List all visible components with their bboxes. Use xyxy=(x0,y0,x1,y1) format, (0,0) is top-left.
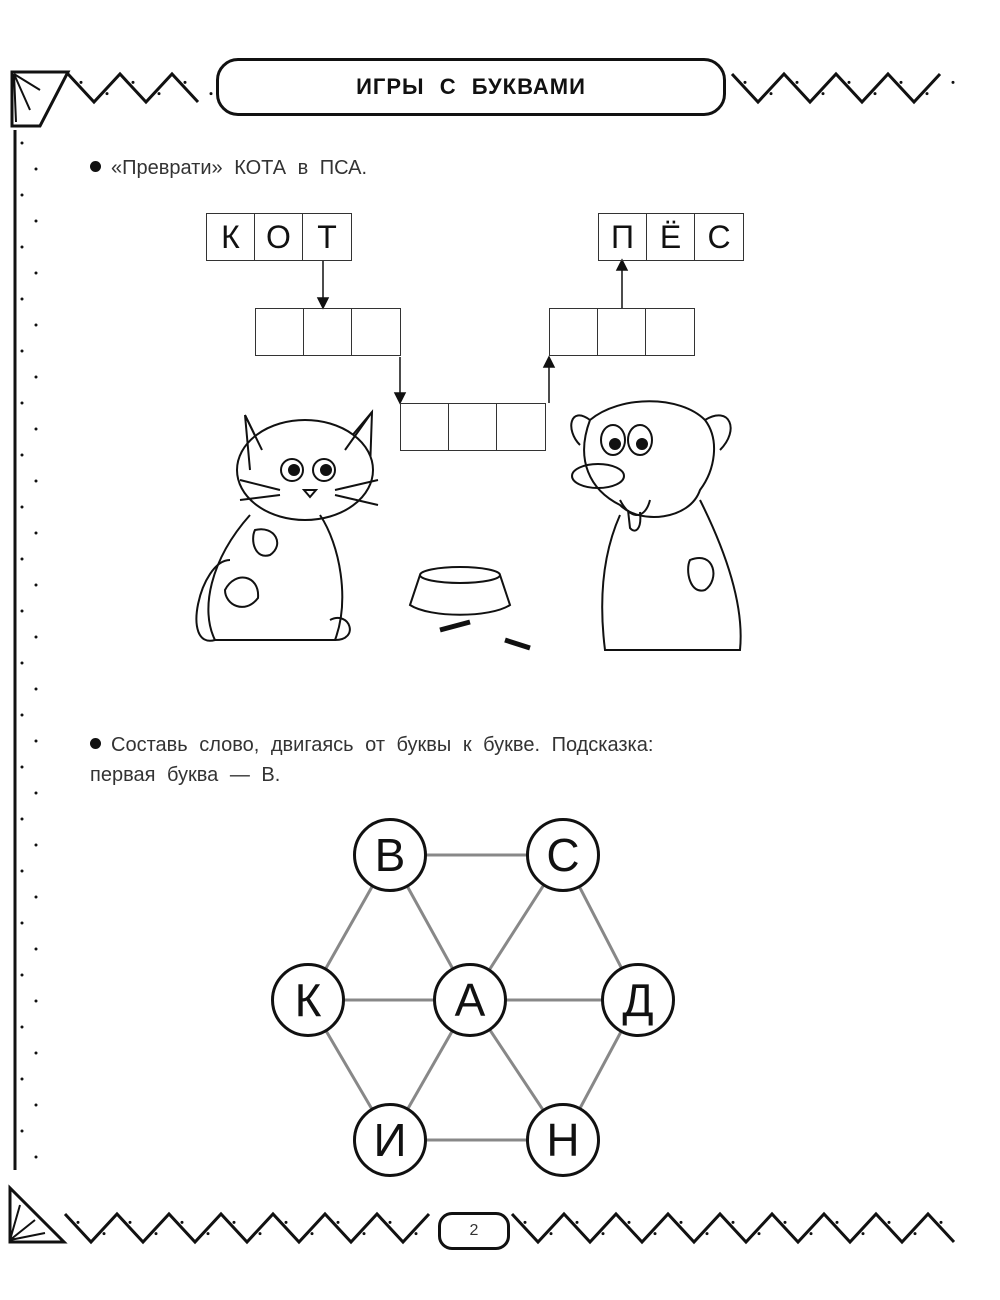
task-2-instruction: Составь слово, двигаясь от буквы к букве… xyxy=(90,730,653,790)
letter-cell: С xyxy=(707,218,731,255)
letter-node-bottom-left[interactable]: И xyxy=(353,1103,427,1177)
page-number: 2 xyxy=(438,1212,510,1250)
letter-node-bottom-right[interactable]: Н xyxy=(526,1103,600,1177)
zigzag-border xyxy=(13,71,956,1245)
step-3-cells[interactable] xyxy=(549,308,695,356)
task-1-text: «Преврати» КОТА в ПСА. xyxy=(111,157,368,179)
page-title: ИГРЫ С БУКВАМИ xyxy=(216,58,726,116)
empty-cell[interactable] xyxy=(401,404,449,450)
letter-cell: К xyxy=(207,214,255,260)
letter-node-top-right[interactable]: С xyxy=(526,818,600,892)
cat-illustration xyxy=(195,409,379,642)
letter-node-center[interactable]: А xyxy=(433,963,507,1037)
letter-cell: Ё xyxy=(647,214,695,260)
dog-illustration xyxy=(570,400,742,651)
empty-cell[interactable] xyxy=(598,309,646,355)
empty-cell[interactable] xyxy=(646,309,694,355)
step-2-cells[interactable] xyxy=(400,403,546,451)
letter-node-mid-right[interactable]: Д xyxy=(601,963,675,1037)
empty-cell[interactable] xyxy=(449,404,497,450)
empty-cell[interactable] xyxy=(550,309,598,355)
corner-ornament-top xyxy=(10,70,71,128)
corner-ornament-bottom xyxy=(8,1184,68,1244)
task-1-instruction: «Преврати» КОТА в ПСА. xyxy=(90,153,367,183)
bullet-icon xyxy=(90,738,101,749)
step-1-cells[interactable] xyxy=(255,308,401,356)
task-2-line-2: первая буква — В. xyxy=(90,764,281,786)
letter-cell: П xyxy=(599,214,647,260)
task-2-line-1: Составь слово, двигаясь от буквы к букве… xyxy=(111,734,654,756)
letter-node-top-left[interactable]: В xyxy=(353,818,427,892)
arrows xyxy=(316,258,629,405)
bullet-icon xyxy=(90,161,101,172)
letter-cell: Т xyxy=(317,218,337,255)
empty-cell[interactable] xyxy=(352,309,400,355)
letter-cell: О xyxy=(255,214,303,260)
empty-cell[interactable] xyxy=(256,309,304,355)
letter-node-mid-left[interactable]: К xyxy=(271,963,345,1037)
bowl-illustration xyxy=(408,566,531,651)
empty-cell[interactable] xyxy=(497,404,545,450)
empty-cell[interactable] xyxy=(304,309,352,355)
